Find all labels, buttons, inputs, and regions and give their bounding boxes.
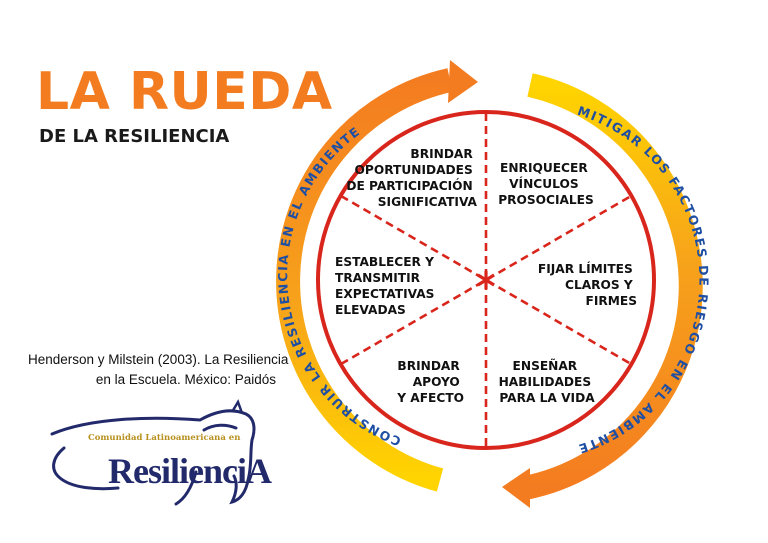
right-arrow-arc [522,73,703,500]
page-subtitle: DE LA RESILIENCIA [39,126,230,147]
citation-line-1: Henderson y Milstein (2003). La Resilien… [28,352,289,367]
logo-cougar-outline [50,409,256,506]
left-arrow-head [448,60,478,103]
right-arrow-head [502,468,530,508]
logo-cougar-ear [230,399,244,414]
segment-left: ESTABLECER Y TRANSMITIR EXPECTATIVAS ELE… [335,255,439,317]
segment-bottom-left: BRINDAR APOYO Y AFECTO [396,359,464,405]
divider-lines [340,113,632,447]
logo-word: ResilienciA [108,451,272,491]
segment-top-right: ENRIQUECER VÍNCULOS PROSOCIALES [498,161,594,207]
left-arrow-arc [276,68,453,492]
citation-line-2: en la Escuela. México: Paidós [95,372,276,387]
center-asterisk [477,271,495,289]
segment-right: FIJAR LÍMITES CLAROS Y FIRMES [538,261,637,308]
page-title: LA RUEDA [36,62,333,122]
segment-bottom-right: ENSEÑAR HABILIDADES PARA LA VIDA [499,358,596,405]
citation: Henderson y Milstein (2003). La Resilien… [28,350,289,390]
segment-top-left: BRINDAR OPORTUNIDADES DE PARTICIPACIÓN S… [346,147,477,209]
logo-top-text: Comunidad Latinoamericana en [88,433,240,443]
